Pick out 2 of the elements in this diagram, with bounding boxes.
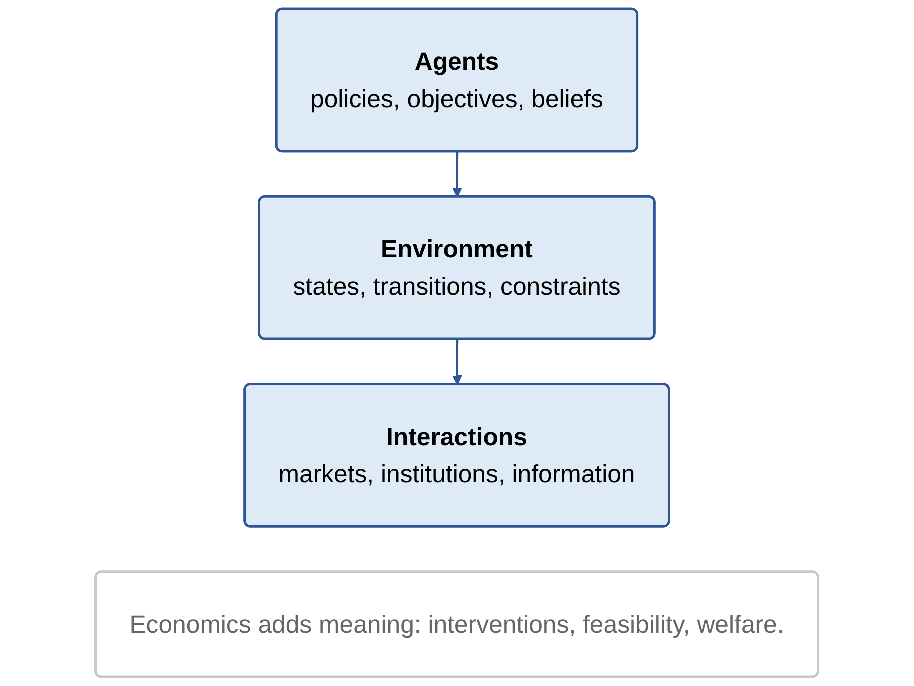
- arrow: [452, 340, 462, 386]
- arrow: [452, 152, 462, 198]
